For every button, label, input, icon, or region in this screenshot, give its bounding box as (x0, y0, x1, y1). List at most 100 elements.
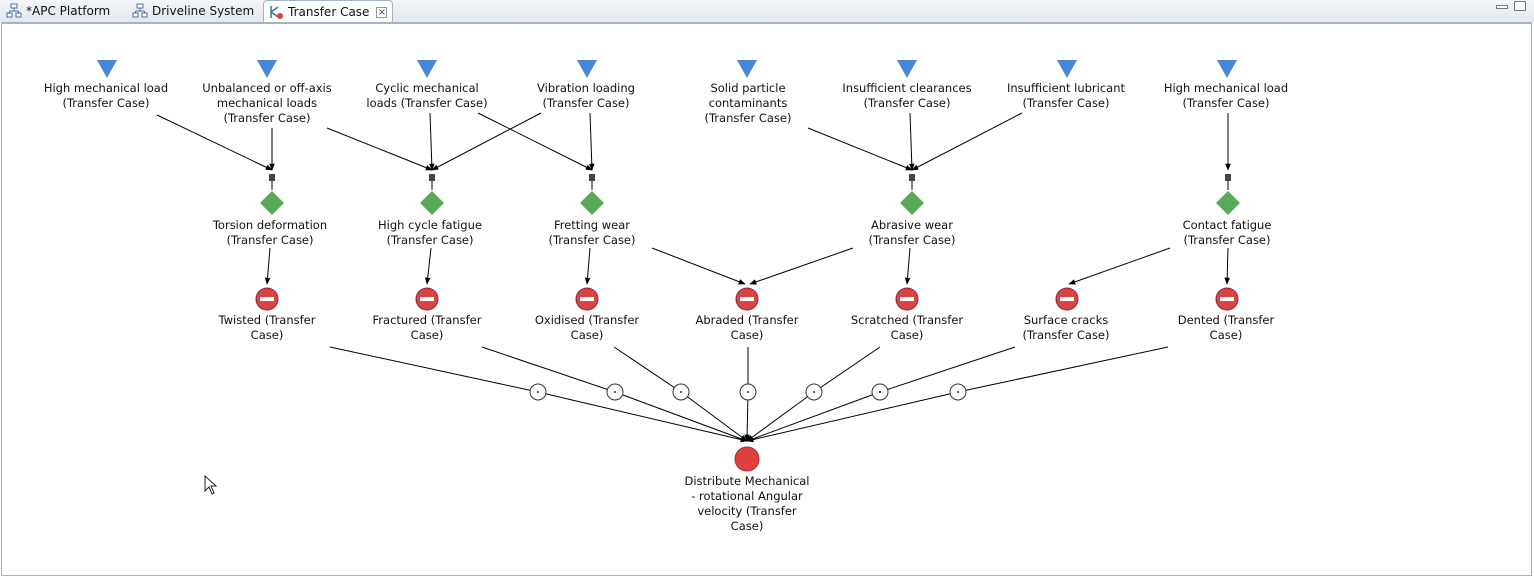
tab-apc-platform[interactable]: *APC Platform (2, 0, 110, 22)
cause-triangle-icon (417, 60, 437, 78)
maximize-icon[interactable] (1514, 1, 1526, 11)
editor-tab-bar: *APC Platform Driveline System Transfer … (0, 0, 1534, 23)
cause-triangle-icon (897, 60, 917, 78)
edge (584, 247, 591, 285)
connector-dot (614, 391, 616, 393)
edge (749, 247, 854, 285)
connector-dot (537, 391, 539, 393)
mechanism-label-fretting-wear: Fretting wear (Transfer Case) (548, 218, 636, 247)
mechanism-label-high-cycle-fatigue: High cycle fatigue (Transfer Case) (378, 218, 482, 247)
junction-block (1225, 174, 1231, 181)
cause-triangle-icon (1217, 60, 1237, 78)
failure-mode-bar (900, 297, 914, 301)
edge (957, 346, 1169, 393)
cause-triangle-icon (577, 60, 597, 78)
mode-label-abraded: Abraded (Transfer Case) (695, 313, 799, 342)
connector-dot (879, 391, 881, 393)
mode-label-dented: Dented (Transfer Case) (1177, 313, 1275, 342)
edge (537, 391, 748, 443)
failure-mode-bar (580, 297, 594, 301)
edge (680, 391, 748, 442)
cause-label-cyclic-loads: Cyclic mechanical loads (Transfer Case) (366, 81, 488, 110)
edge (746, 391, 881, 442)
nodes (97, 60, 1240, 472)
cause-triangle-icon (737, 60, 757, 78)
connector-dot (680, 391, 682, 393)
edge (329, 346, 539, 393)
edge (614, 391, 748, 442)
mechanism-label-torsion-deformation: Torsion deformation (Transfer Case) (212, 218, 328, 247)
tab-label: Driveline System (152, 4, 255, 18)
connector-dot (957, 391, 959, 393)
mechanism-label-contact-fatigue: Contact fatigue (Transfer Case) (1182, 218, 1272, 247)
junction-block (429, 174, 435, 181)
junction-block (909, 174, 915, 181)
diagram-icon (6, 3, 22, 18)
cause-label-vibration-loading: Vibration loading (Transfer Case) (537, 81, 635, 110)
edge (264, 247, 271, 285)
edge (746, 391, 815, 442)
edge (424, 247, 432, 285)
cause-label-high-mechanical-load-2: High mechanical load (Transfer Case) (1163, 81, 1289, 110)
diagram-edit-icon (270, 6, 283, 19)
failure-mode-bar (260, 297, 274, 301)
view-controls (1496, 1, 1526, 11)
edge (1224, 247, 1230, 285)
edge (746, 391, 959, 443)
failure-mode-bar (740, 297, 754, 301)
edge (1068, 247, 1171, 285)
mechanism-diamond-icon (260, 191, 284, 215)
edge (156, 114, 273, 171)
mechanism-diamond-icon (900, 191, 924, 215)
edge (904, 247, 911, 285)
cause-label-solid-particles: Solid particle contaminants (Transfer Ca… (704, 81, 792, 125)
cause-label-insufficient-clearances: Insufficient clearances (Transfer Case) (842, 81, 972, 110)
edge (651, 247, 746, 285)
tab-driveline-system[interactable]: Driveline System (128, 0, 254, 22)
diagram-icon (132, 3, 148, 18)
edge (908, 112, 915, 171)
edge (481, 346, 616, 393)
edge (911, 112, 1023, 171)
cause-label-high-mechanical-load: High mechanical load (Transfer Case) (43, 81, 169, 110)
edge (879, 346, 1016, 393)
edge (431, 112, 542, 171)
minimize-icon[interactable] (1496, 5, 1508, 9)
edge (428, 112, 435, 171)
mode-label-fractured: Fractured (Transfer Case) (372, 313, 482, 342)
tab-label: Transfer Case (288, 5, 370, 19)
cause-triangle-icon (97, 60, 117, 78)
mechanism-label-abrasive-wear: Abrasive wear (Transfer Case) (868, 218, 956, 247)
close-icon[interactable]: × (376, 6, 388, 18)
mode-label-scratched: Scratched (Transfer Case) (850, 313, 964, 342)
function-node-icon (734, 446, 760, 472)
function-label: Distribute Mechanical - rotational Angul… (684, 474, 810, 533)
failure-mode-bar (1060, 297, 1074, 301)
mechanism-diamond-icon (580, 191, 604, 215)
cause-label-unbalanced-loads: Unbalanced or off-axis mechanical loads … (202, 81, 332, 125)
mode-label-twisted: Twisted (Transfer Case) (218, 313, 316, 342)
mode-label-surface-cracks: Surface cracks (Transfer Case) (1022, 313, 1110, 342)
mode-label-oxidised: Oxidised (Transfer Case) (534, 313, 640, 342)
edge (588, 112, 595, 171)
cause-label-insufficient-lubricant: Insufficient lubricant (Transfer Case) (1007, 81, 1125, 110)
cause-triangle-icon (1057, 60, 1077, 78)
mouse-cursor-icon (204, 475, 218, 495)
mechanism-diamond-icon (420, 191, 444, 215)
failure-mode-bar (420, 297, 434, 301)
cause-triangle-icon (257, 60, 277, 78)
failure-mode-bar (1220, 297, 1234, 301)
tab-transfer-case[interactable]: Transfer Case × (263, 0, 393, 23)
junction-block (269, 174, 275, 181)
edge (813, 346, 881, 393)
edge (326, 127, 433, 171)
mechanism-diamond-icon (1216, 191, 1240, 215)
edges (156, 112, 1231, 443)
edge (807, 127, 913, 171)
connector-dot (747, 391, 749, 393)
connector-dot (813, 391, 815, 393)
edge (477, 112, 593, 171)
junction-block (589, 174, 595, 181)
tab-label: *APC Platform (26, 4, 111, 18)
